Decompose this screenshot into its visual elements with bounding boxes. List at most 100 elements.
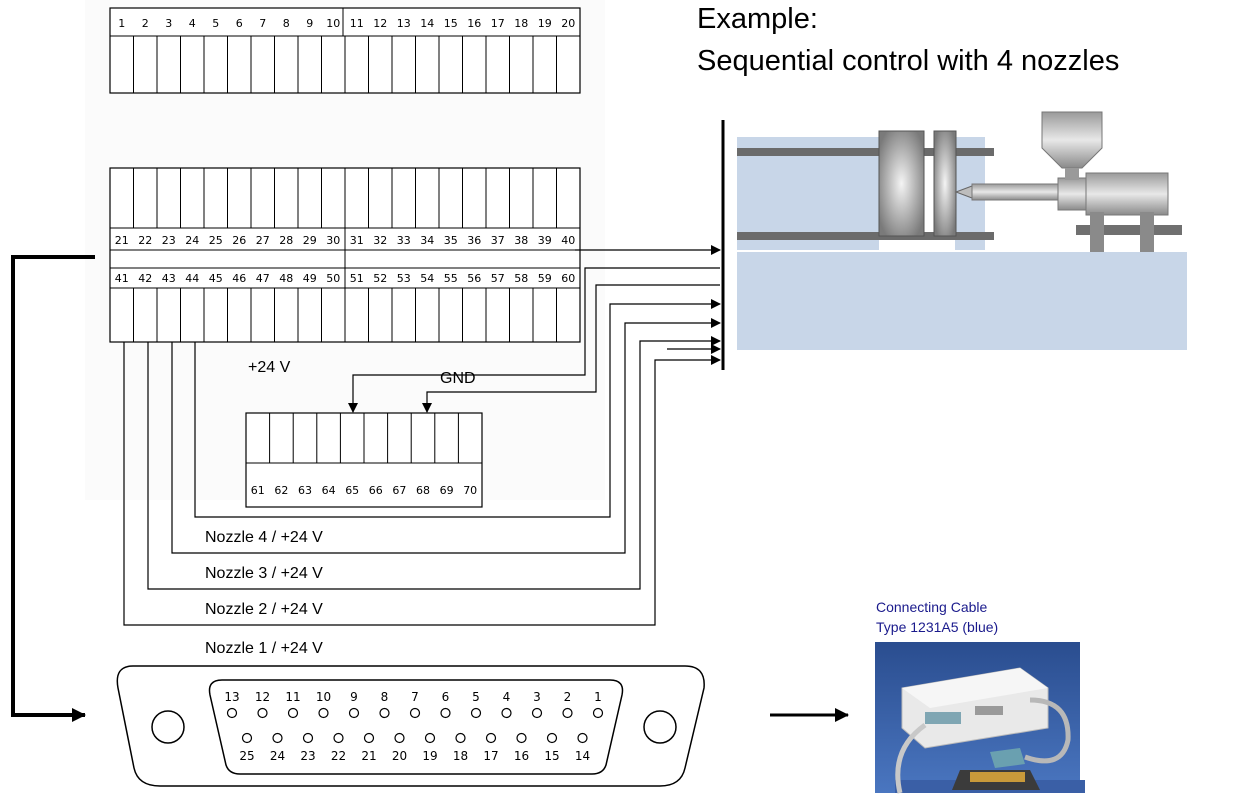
terminal-strip-21-60: 2141224223432444254526462747284829493050…: [109, 167, 581, 343]
terminal-pin-label: 1: [118, 17, 125, 30]
dsub-pin: [424, 732, 436, 744]
terminal-pin-label: 37: [491, 234, 505, 247]
terminal-pin-label: 46: [232, 272, 246, 285]
terminal-pin-label: 27: [256, 234, 270, 247]
dsub-pin-label: 11: [285, 690, 300, 704]
dsub-pin: [333, 732, 344, 744]
dsub-pin: [241, 732, 253, 744]
terminal-pin-label: 3: [165, 17, 172, 30]
dsub-pin: [501, 707, 512, 719]
terminal-pin-label: 16: [467, 17, 481, 30]
terminal-pin-label: 30: [326, 234, 340, 247]
terminal-pin-label: 22: [138, 234, 152, 247]
dsub-pin: [287, 707, 299, 719]
terminal-pin-label: 18: [514, 17, 528, 30]
terminal-pin-label: 48: [279, 272, 293, 285]
dsub-pin: [562, 707, 573, 719]
terminal-pin-label: 14: [420, 17, 434, 30]
terminal-pin-label: 5: [212, 17, 219, 30]
terminal-pin-label: 26: [232, 234, 246, 247]
dsub-pin-label: 3: [533, 690, 541, 704]
dsub-pin-label: 24: [270, 749, 285, 763]
dsub-pin-label: 15: [544, 749, 559, 763]
dsub-pin: [531, 707, 543, 719]
terminal-pin-label: 32: [373, 234, 387, 247]
dsub-pin-label: 2: [564, 690, 572, 704]
cable-label-line2: Type 1231A5 (blue): [876, 619, 998, 635]
terminal-pin-label: 33: [397, 234, 411, 247]
terminal-pin-label: 21: [115, 234, 129, 247]
dsub-pin: [546, 732, 558, 744]
terminal-pin-label: 67: [392, 484, 406, 497]
terminal-pin-label: 19: [538, 17, 552, 30]
terminal-pin-label: 59: [538, 272, 552, 285]
terminal-pin-label: 54: [420, 272, 434, 285]
terminal-pin-label: 60: [561, 272, 575, 285]
dsub-pin-label: 4: [503, 690, 511, 704]
diagram-title-line2: Sequential control with 4 nozzles: [697, 45, 1119, 77]
terminal-pin-label: 68: [416, 484, 430, 497]
terminal-pin-label: 35: [444, 234, 458, 247]
dsub-pin: [226, 707, 238, 719]
terminal-pin-label: 62: [274, 484, 288, 497]
terminal-pin-label: 52: [373, 272, 387, 285]
terminal-pin-label: 36: [467, 234, 481, 247]
terminal-pin-label: 17: [491, 17, 505, 30]
dsub-pin-label: 17: [483, 749, 498, 763]
wires: [123, 245, 721, 626]
terminal-pin-label: 25: [209, 234, 223, 247]
injection-molding-machine: [737, 111, 1187, 350]
cable-label-line1: Connecting Cable: [876, 599, 988, 615]
terminal-pin-label: 39: [538, 234, 552, 247]
dsub-pin: [379, 707, 390, 719]
terminal-pin-label: 64: [322, 484, 336, 497]
terminal-pin-label: 45: [209, 272, 223, 285]
terminal-pin-label: 69: [440, 484, 454, 497]
terminal-pin-label: 7: [259, 17, 266, 30]
terminal-pin-label: 66: [369, 484, 383, 497]
terminal-pin-label: 8: [283, 17, 290, 30]
dsub-pin: [485, 732, 497, 744]
dsub-pin: [409, 707, 421, 719]
terminal-pin-label: 20: [561, 17, 575, 30]
dsub-pin-label: 20: [392, 749, 407, 763]
dsub-pin-label: 12: [255, 690, 270, 704]
dsub-pin-label: 16: [514, 749, 529, 763]
terminal-pin-label: 53: [397, 272, 411, 285]
dsub-pin: [272, 732, 283, 744]
dsub-pin-label: 8: [381, 690, 389, 704]
terminal-pin-label: 40: [561, 234, 575, 247]
terminal-pin-label: 6: [236, 17, 243, 30]
terminal-pin-label: 4: [189, 17, 196, 30]
dsub-pin: [516, 732, 527, 744]
terminal-pin-label: 12: [373, 17, 387, 30]
terminal-pin-label: 51: [350, 272, 364, 285]
terminal-pin-label: 61: [251, 484, 265, 497]
dsub-pin-label: 25: [239, 749, 254, 763]
dsub-pin-label: 19: [422, 749, 437, 763]
terminal-pin-label: 70: [463, 484, 477, 497]
dsub-pin-label: 21: [361, 749, 376, 763]
nozzle-4-label: Nozzle 4 / +24 V: [205, 529, 323, 546]
terminal-pin-label: 63: [298, 484, 312, 497]
dsub-pin-label: 10: [316, 690, 331, 704]
dsub-pin-label: 18: [453, 749, 468, 763]
dsub-pin-label: 13: [224, 690, 239, 704]
dsub-pin: [470, 707, 482, 719]
nozzle-2-label: Nozzle 2 / +24 V: [205, 601, 323, 618]
nozzle-1-label: Nozzle 1 / +24 V: [205, 640, 323, 657]
dsub-pin: [363, 732, 375, 744]
terminal-pin-label: 49: [303, 272, 317, 285]
terminal-pin-label: 10: [326, 17, 340, 30]
dsub-pin-label: 5: [472, 690, 480, 704]
terminal-pin-label: 42: [138, 272, 152, 285]
terminal-pin-label: 58: [514, 272, 528, 285]
gnd-label: GND: [440, 370, 476, 387]
terminal-pin-label: 41: [115, 272, 129, 285]
terminal-pin-label: 57: [491, 272, 505, 285]
dsub-pin-label: 6: [442, 690, 450, 704]
